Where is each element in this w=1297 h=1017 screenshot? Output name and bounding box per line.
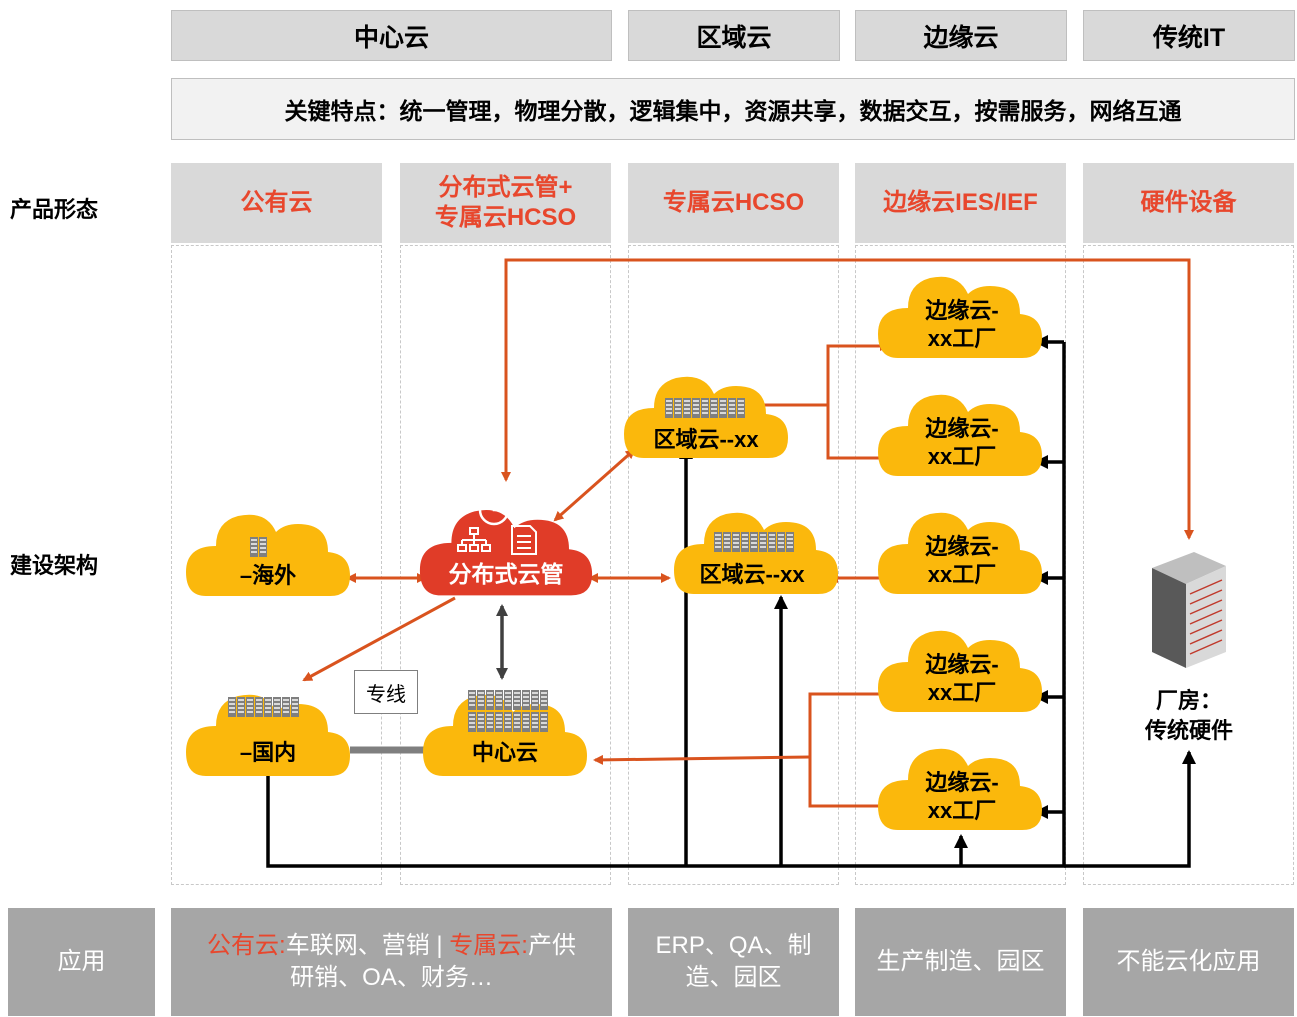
row-label-architecture: 建设架构 (10, 553, 99, 578)
label-edge-3-line1: 边缘云- (924, 534, 998, 559)
factory-caption-line1: 厂房： (1155, 688, 1222, 713)
app-dedicated-prefix: 专属云: (449, 932, 528, 959)
label-edge-2-line2: xx工厂 (928, 444, 996, 469)
app-public-text: 车联网、营销 | (285, 932, 450, 959)
app-central-line2: 研销、OA、财务… (290, 964, 493, 991)
label-edge-1-line1: 边缘云- (924, 298, 998, 323)
app-regional-line2: 造、园区 (685, 964, 782, 991)
lane-legacy (1083, 245, 1294, 885)
label-regional-a: 区域云--xx (653, 427, 759, 452)
header-legacy-it: 传统IT (1083, 10, 1295, 61)
dedicated-line-label: 专线 (354, 670, 418, 714)
app-regional-line1: ERP、QA、制 (655, 932, 812, 959)
app-edge-text: 生产制造、园区 (876, 948, 1045, 975)
label-distributed-mgmt: 分布式云管 (449, 561, 564, 587)
app-edge: 生产制造、园区 (855, 908, 1066, 1016)
header-edge-cloud: 边缘云 (855, 10, 1067, 61)
header-regional-cloud: 区域云 (628, 10, 840, 61)
product-public-cloud: 公有云 (171, 163, 382, 243)
factory-hardware-caption: 厂房： 传统硬件 (1109, 686, 1269, 746)
factory-caption-line2: 传统硬件 (1144, 718, 1233, 743)
app-public-prefix: 公有云: (207, 932, 286, 959)
app-label: 应用 (57, 948, 106, 975)
product-edge-ies-line1: 边缘云IES/IEF (883, 189, 1038, 216)
label-center-cloud: 中心云 (472, 740, 538, 765)
app-legacy-text: 不能云化应用 (1116, 948, 1261, 975)
app-dedicated-text: 产供 (527, 932, 576, 959)
app-regional: ERP、QA、制 造、园区 (628, 908, 839, 1016)
product-hcso-line1: 专属云HCSO (662, 189, 805, 216)
product-edge-ies: 边缘云IES/IEF (855, 163, 1066, 243)
label-domestic: –国内 (240, 740, 296, 765)
label-edge-3-line2: xx工厂 (928, 562, 996, 587)
app-row-label: 应用 (8, 908, 155, 1016)
product-distributed-mgmt-line2: 专属云HCSO (434, 204, 577, 231)
header-center-cloud-label: 中心云 (353, 23, 429, 52)
product-hardware-line1: 硬件设备 (1140, 189, 1237, 216)
lane-public-cloud (171, 245, 382, 885)
label-overseas: –海外 (240, 563, 296, 588)
org-chart-icon (457, 527, 491, 552)
product-hcso: 专属云HCSO (628, 163, 839, 243)
app-legacy: 不能云化应用 (1083, 908, 1294, 1016)
document-icon (511, 525, 537, 555)
label-edge-5-line1: 边缘云- (924, 770, 998, 795)
hardware-cabinet-icon (1152, 552, 1226, 668)
label-edge-4-line1: 边缘云- (924, 652, 998, 677)
row-label-product-form: 产品形态 (10, 197, 99, 222)
server-rack-icon (714, 532, 794, 552)
orange-management-arrows (302, 258, 1194, 811)
product-distributed-mgmt-line1: 分布式云管+ (438, 174, 573, 201)
label-edge-2-line1: 边缘云- (924, 416, 998, 441)
product-hardware: 硬件设备 (1083, 163, 1294, 243)
pie-chart-icon (478, 494, 510, 526)
lane-distributed (400, 245, 611, 885)
server-rack-icon (665, 398, 745, 418)
label-edge-5-line2: xx工厂 (928, 798, 996, 823)
key-features-banner: 关键特点：统一管理，物理分散，逻辑集中，资源共享，数据交互，按需服务，网络互通 (171, 78, 1295, 140)
header-edge-cloud-label: 边缘云 (923, 23, 999, 52)
label-edge-4-line2: xx工厂 (928, 680, 996, 705)
key-features-text: 关键特点：统一管理，物理分散，逻辑集中，资源共享，数据交互，按需服务，网络互通 (284, 98, 1182, 124)
header-legacy-it-label: 传统IT (1152, 23, 1226, 52)
label-edge-1-line2: xx工厂 (928, 326, 996, 351)
label-regional-b: 区域云--xx (699, 562, 805, 587)
header-regional-cloud-label: 区域云 (696, 23, 772, 52)
product-public-cloud-line1: 公有云 (240, 189, 313, 216)
app-central: 公有云:车联网、营销 | 专属云:产供 研销、OA、财务… (171, 908, 612, 1016)
lane-regional (628, 245, 839, 885)
header-center-cloud: 中心云 (171, 10, 612, 61)
product-distributed-mgmt: 分布式云管+ 专属云HCSO (400, 163, 611, 243)
